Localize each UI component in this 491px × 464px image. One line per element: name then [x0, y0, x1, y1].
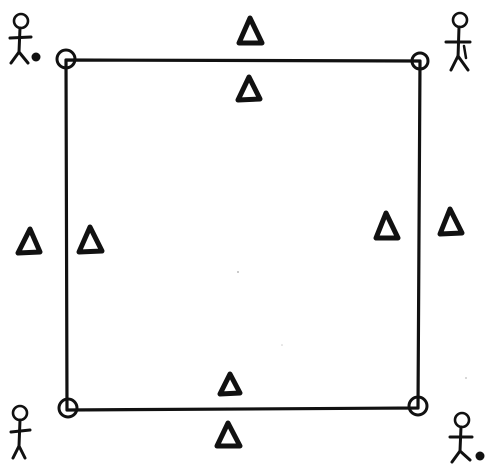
scan-speck: [237, 271, 239, 273]
player-top-left: [10, 14, 41, 63]
cone-top-inner: [238, 77, 260, 100]
cone-bottom-inner: [220, 374, 240, 394]
cone-right-outer: [440, 209, 462, 234]
scan-speck: [281, 344, 283, 346]
player-top-right: [446, 13, 470, 70]
field-square: [66, 60, 420, 410]
cone-left-outer: [18, 229, 40, 253]
cone-top-outer: [239, 18, 262, 43]
cone-right-inner: [376, 213, 398, 238]
player-bottom-right: [450, 413, 485, 462]
ball-icon: [32, 53, 41, 62]
ball-icon: [476, 452, 485, 461]
cone-left-inner: [79, 227, 102, 252]
scan-speck: [465, 377, 467, 379]
player-bottom-left: [11, 406, 30, 458]
cone-bottom-outer: [217, 423, 240, 446]
